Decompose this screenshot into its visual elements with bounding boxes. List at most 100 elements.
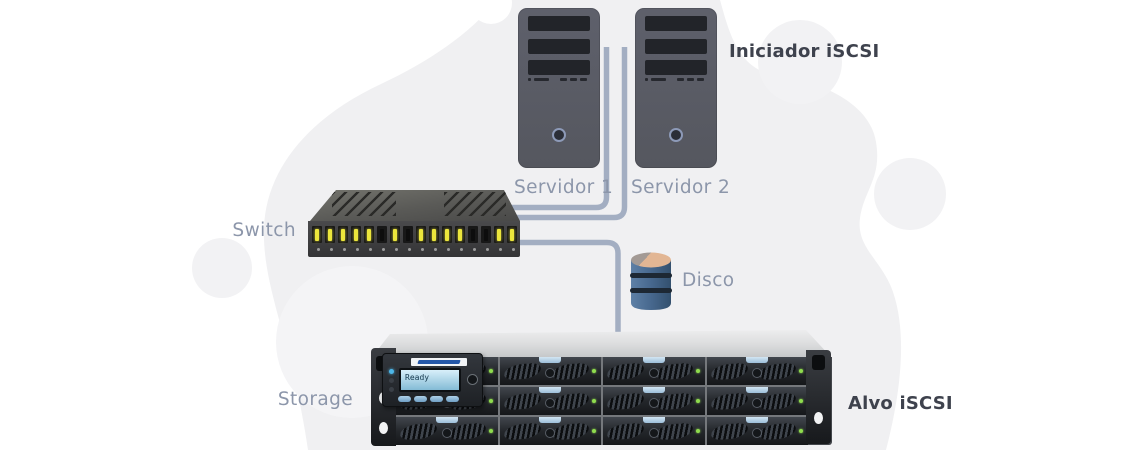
tray-latch: [539, 417, 562, 423]
port-led: [328, 228, 332, 241]
switch-port: [351, 226, 361, 243]
switch-port: [429, 226, 439, 243]
port-dot: [494, 248, 507, 251]
drive-tray: [706, 387, 808, 415]
server1-tower: [518, 8, 600, 168]
port-dot: [416, 248, 429, 251]
drive-led: [799, 429, 803, 433]
drive-led: [799, 369, 803, 373]
tray-latch: [539, 387, 562, 393]
tray-vent: [710, 362, 748, 381]
port-led: [315, 228, 319, 241]
switch-port: [312, 226, 322, 243]
server-drive-bay: [528, 39, 590, 54]
tray-lock-icon: [752, 368, 763, 378]
switch-port: [377, 226, 387, 243]
switch-label: Switch: [232, 220, 296, 241]
port-dot: [351, 248, 364, 251]
switch-port: [442, 226, 452, 243]
tray-vent: [503, 422, 541, 441]
tray-lock-icon: [648, 398, 659, 408]
tray-lock-icon: [648, 368, 659, 378]
switch-front-face: [308, 221, 520, 257]
drive-led: [799, 399, 803, 403]
drive-led: [695, 369, 700, 373]
switch-vent-slats: [444, 192, 506, 216]
panel-button-row: [398, 396, 459, 402]
port-dot: [338, 248, 351, 251]
tray-vent: [448, 422, 486, 441]
connector-switch-storage: [505, 239, 621, 336]
rack-ear-screw-hole: [379, 422, 388, 434]
tray-vent: [551, 422, 590, 441]
switch-port: [455, 226, 465, 243]
tray-vent: [503, 362, 541, 381]
tray-lock-icon: [752, 398, 763, 408]
port-dot: [442, 248, 455, 251]
disk-band: [630, 273, 672, 278]
status-led: [389, 387, 394, 392]
drive-led: [592, 429, 596, 433]
initiator-label: Iniciador iSCSI: [729, 41, 880, 62]
switch-port: [468, 226, 478, 243]
storage-lcd-screen: Ready: [399, 368, 461, 392]
tray-latch: [746, 417, 769, 423]
server-drive-bay: [528, 60, 590, 75]
port-led: [484, 228, 488, 241]
switch-port: [416, 226, 426, 243]
disk-body: [631, 260, 671, 310]
port-led: [497, 228, 501, 241]
drive-tray: [396, 417, 498, 445]
tray-vent: [758, 362, 797, 381]
switch-port: [507, 226, 517, 243]
tray-vent: [606, 422, 645, 441]
background-circle: [192, 238, 252, 298]
tray-vent: [758, 392, 797, 411]
connector-server1-switch: [505, 47, 610, 211]
switch-device: [306, 188, 522, 258]
drive-led: [592, 399, 596, 403]
tray-vent: [710, 422, 748, 441]
tray-lock-icon: [545, 368, 556, 378]
server1-label: Servidor 1: [514, 177, 614, 198]
tray-vent: [710, 392, 748, 411]
drive-led: [488, 369, 493, 373]
port-led: [432, 228, 436, 241]
drive-tray: [499, 357, 601, 385]
target-label: Alvo iSCSI: [848, 393, 953, 414]
server2-label: Servidor 2: [631, 177, 731, 198]
port-dot: [481, 248, 494, 251]
connector-server2-switch: [505, 47, 628, 221]
switch-top-face: [310, 190, 520, 221]
status-led: [389, 378, 394, 383]
tray-vent: [606, 362, 645, 381]
tray-latch: [746, 357, 769, 363]
switch-port: [481, 226, 491, 243]
tray-latch: [746, 387, 769, 393]
port-dot: [377, 248, 390, 251]
server-vent-row: [645, 77, 707, 81]
tray-latch: [539, 357, 562, 363]
switch-port: [338, 226, 348, 243]
server-vent-row: [528, 77, 590, 81]
drive-tray: [499, 417, 601, 445]
switch-dot-row: [312, 248, 520, 251]
tray-lock-icon: [545, 398, 556, 408]
server-drive-bay: [645, 39, 707, 54]
power-button-icon: [669, 128, 683, 142]
port-led: [354, 228, 358, 241]
switch-port: [390, 226, 400, 243]
disk-top: [631, 252, 671, 268]
storage-control-panel: Ready: [382, 353, 483, 407]
drive-tray: [706, 417, 808, 445]
port-dot: [325, 248, 338, 251]
storage-top-deck: [372, 330, 831, 357]
server2-tower: [635, 8, 717, 168]
drive-tray: [499, 387, 601, 415]
drive-tray: [706, 357, 808, 385]
disk-label: Disco: [682, 270, 735, 291]
server-drive-bay: [645, 16, 707, 31]
switch-vent-slats: [332, 192, 396, 216]
port-led: [471, 228, 475, 241]
switch-port: [494, 226, 504, 243]
